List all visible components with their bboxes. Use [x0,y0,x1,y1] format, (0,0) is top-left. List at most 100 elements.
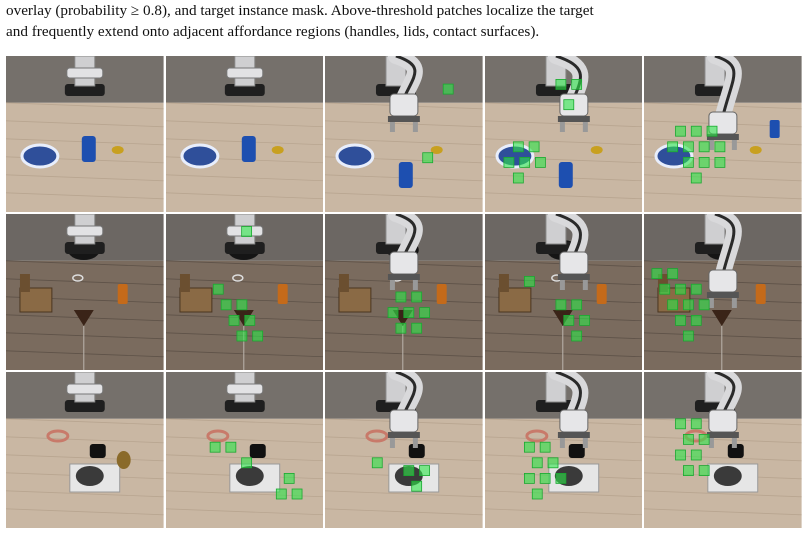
gripper-finger [559,438,565,448]
floor-grain [644,454,802,462]
attention-patch [512,172,524,184]
figure-panel [6,214,164,370]
robot-wrist [389,251,419,275]
attention-patch [236,330,247,342]
attention-patch [534,157,546,168]
attention-patch [691,172,703,184]
attention-patch [523,473,535,484]
panel-image [6,214,164,370]
robot-gripper [388,432,421,438]
attention-patch-overlay [387,291,431,334]
floor-grain [484,490,643,498]
panel-image [644,214,802,370]
plate-object [335,143,375,169]
attention-patch [691,315,703,326]
attention-patch [659,283,671,295]
attention-patch [395,322,407,334]
robot-arm [376,214,423,290]
attention-patch [209,441,221,453]
caption-line-2: and frequently extend onto adjacent affo… [6,23,540,40]
attention-patch [699,434,710,445]
floor-grain [6,490,164,498]
attention-patch [512,141,524,153]
gripper-finger [390,122,396,132]
robot-base [535,400,576,412]
attention-patch [683,330,695,342]
robot-arm [224,372,265,412]
robot-joint-line [395,372,417,415]
attention-patch [683,157,695,168]
figure-panel [6,56,164,212]
robot-joint-line [714,56,736,117]
floor-grain [644,350,802,358]
ring-object [365,429,389,443]
floor-grain [6,278,164,286]
floor-grain [6,350,164,358]
robot-base [64,400,105,412]
attention-patch [220,299,232,311]
bowl-object [552,310,573,326]
attention-patch-overlay [523,276,590,342]
figure-panel [325,372,483,528]
floor-grain [325,192,483,200]
panel-image [165,214,324,370]
floor-grain [644,508,802,516]
attention-patch [531,457,543,469]
robot-joint-line [714,214,736,275]
gripper-finger [709,438,715,448]
attention-patch [419,307,431,318]
gripper-finger [413,438,419,448]
floor-grain [6,436,164,444]
floor-grain [165,102,324,110]
gripper-finger [390,280,396,290]
ring-object [205,429,229,443]
robot-arm [535,372,590,448]
gripper-finger [709,140,715,150]
pan-object [728,444,745,458]
attention-figure-grid [6,56,802,528]
attention-patch [442,83,454,95]
figure-panel [484,214,643,370]
attention-patch [275,488,287,500]
robot-gripper [66,383,104,395]
robot-gripper [225,383,263,395]
panel-image [6,372,164,528]
figure-panel [484,56,643,212]
attention-patch [251,330,263,342]
floor-grain [644,192,802,200]
floor-grain [165,508,324,516]
caption-line-1: overlay (probability ≥ 0.8), and target … [6,2,594,19]
panel-image [165,372,324,528]
robot-arm [376,56,423,132]
robot-gripper [557,432,590,438]
attention-patch [691,125,703,137]
attention-patch [228,315,240,326]
attention-patch [419,465,431,476]
floor-grain [165,174,324,182]
gripper-finger [413,122,419,132]
floor-grain [644,332,802,340]
panel-image [325,214,483,370]
floor-grain [325,508,483,516]
floor-grain [6,102,164,110]
robot-joint-line [714,372,736,415]
panel-image [484,372,643,528]
panel-image [325,56,483,212]
attention-patch [683,465,695,476]
panel-image [325,372,483,528]
floor-grain [644,174,802,182]
attention-patch [240,457,252,469]
box-lid [658,274,669,292]
coin-object [430,146,443,154]
figure-panel [165,214,324,370]
attention-patch [675,125,687,137]
attention-patch-overlay [422,83,454,164]
attention-patch [225,441,236,453]
attention-patch [691,418,703,430]
robot-arm [535,214,590,290]
robot-arm [64,372,105,412]
attention-patch [403,465,415,476]
bowl-object [233,310,254,326]
robot-joint-line [555,372,582,415]
attention-patch [519,157,530,168]
